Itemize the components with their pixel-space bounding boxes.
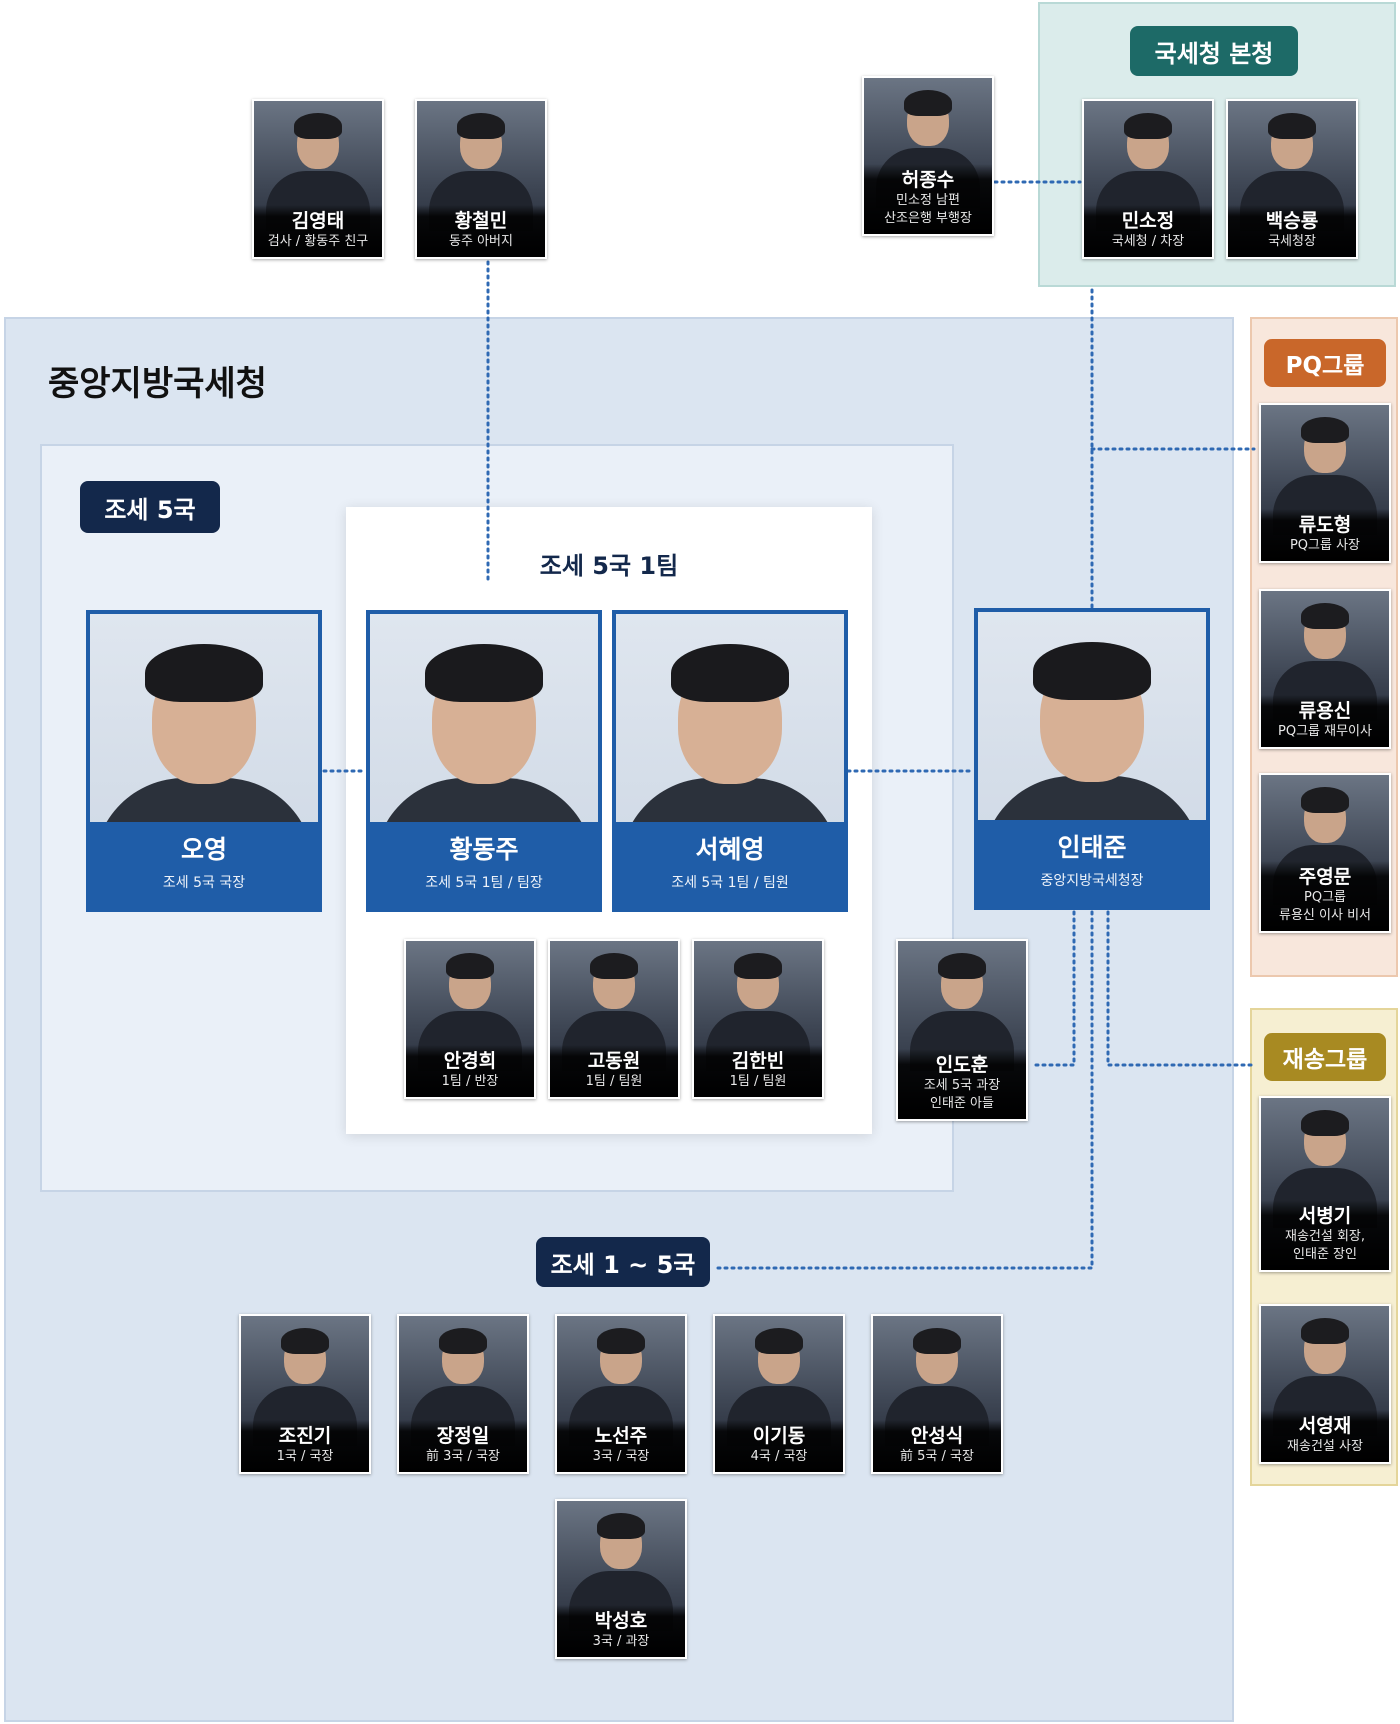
- person-role: 1팀 / 팀원: [729, 1074, 787, 1089]
- person-name: 이기동: [752, 1425, 806, 1447]
- person-name: 황철민: [454, 210, 508, 232]
- person-card-ryudohyung[interactable]: 류도형 PQ그룹 사장: [1259, 403, 1391, 563]
- person-name: 인도훈: [935, 1054, 989, 1076]
- person-name: 김영태: [291, 210, 345, 232]
- person-card-jojingi[interactable]: 조진기 1국 / 국장: [239, 1314, 371, 1474]
- pq-group-label: PQ그룹: [1264, 339, 1386, 387]
- person-name: 서영재: [1298, 1415, 1352, 1437]
- person-card-godongwon[interactable]: 고동원 1팀 / 팀원: [548, 939, 680, 1099]
- person-role: PQ그룹 사장: [1289, 538, 1361, 553]
- person-role: 1국 / 국장: [276, 1449, 334, 1464]
- person-card-parkseongho[interactable]: 박성호 3국 / 과장: [555, 1499, 687, 1659]
- person-name: 민소정: [1121, 210, 1175, 232]
- person-role: 민소정 남편: [896, 193, 960, 208]
- person-role: 검사 / 황동주 친구: [267, 234, 369, 249]
- person-name: 허종수: [901, 169, 955, 191]
- line-intaejun-directors: [714, 910, 1094, 1270]
- person-role: 국세청장: [1268, 234, 1316, 249]
- person-name: 서혜영: [695, 835, 765, 864]
- person-role: 4국 / 국장: [750, 1449, 808, 1464]
- person-role: 3국 / 과장: [592, 1634, 650, 1649]
- person-name: 주영문: [1298, 866, 1352, 888]
- person-name: 류도형: [1298, 514, 1352, 536]
- investigation1to5-label: 조세 1 ~ 5국: [536, 1237, 710, 1287]
- line-intaejun-jaesong: [1106, 910, 1256, 1067]
- person-name: 인태준: [1057, 833, 1127, 862]
- person-name: 김한빈: [731, 1050, 785, 1072]
- person-role: 3국 / 국장: [592, 1449, 650, 1464]
- person-name: 조진기: [278, 1425, 332, 1447]
- person-role: 재송건설 회장,: [1284, 1229, 1366, 1244]
- person-name: 안성식: [910, 1425, 964, 1447]
- person-role: 前 3국 / 국장: [426, 1449, 500, 1464]
- line-intaejun-indohun: [1030, 910, 1076, 1067]
- person-name: 안경희: [443, 1050, 497, 1072]
- person-role: 인태준 아들: [930, 1096, 994, 1111]
- person-role: 조세 5국 1팀 / 팀원: [671, 875, 789, 891]
- nts-hq-label: 국세청 본청: [1130, 26, 1298, 76]
- person-name: 백승룡: [1265, 210, 1319, 232]
- team1-title: 조세 5국 1팀: [539, 552, 679, 580]
- person-role: 1팀 / 팀원: [585, 1074, 643, 1089]
- person-card-leegidong[interactable]: 이기동 4국 / 국장: [713, 1314, 845, 1474]
- person-role: 국세청 / 차장: [1111, 234, 1185, 249]
- person-name: 장정일: [436, 1425, 490, 1447]
- person-name: 노선주: [594, 1425, 648, 1447]
- person-role: PQ그룹 재무이사: [1278, 724, 1372, 739]
- central-office-title: 중앙지방국세청: [48, 364, 267, 404]
- person-role: 동주 아버지: [449, 234, 513, 249]
- person-role: 류용신 이사 비서: [1279, 908, 1371, 923]
- person-card-ankyunghee[interactable]: 안경희 1팀 / 반장: [404, 939, 536, 1099]
- person-card-ryuyongsin[interactable]: 류용신 PQ그룹 재무이사: [1259, 589, 1391, 749]
- person-role: 중앙지방국세청장: [1040, 873, 1144, 889]
- person-name: 서병기: [1298, 1205, 1352, 1227]
- person-name: 황동주: [449, 835, 519, 864]
- person-role: 산조은행 부행장: [884, 211, 972, 226]
- person-card-noseonju[interactable]: 노선주 3국 / 국장: [555, 1314, 687, 1474]
- person-role: 재송건설 사장: [1287, 1439, 1363, 1454]
- person-role: 조세 5국 국장: [162, 875, 246, 891]
- person-role: 조세 5국 1팀 / 팀장: [425, 875, 543, 891]
- person-role: 前 5국 / 국장: [900, 1449, 974, 1464]
- person-card-anseongsik[interactable]: 안성식 前 5국 / 국장: [871, 1314, 1003, 1474]
- person-role: 1팀 / 반장: [441, 1074, 499, 1089]
- person-role: 조세 5국 과장: [923, 1078, 1001, 1093]
- person-role: 인태준 장인: [1293, 1247, 1357, 1262]
- person-name: 오영: [180, 835, 227, 864]
- person-name: 류용신: [1298, 700, 1352, 722]
- person-role: PQ그룹: [1304, 890, 1346, 905]
- jaesong-group-label: 재송그룹: [1264, 1033, 1386, 1081]
- person-name: 박성호: [594, 1610, 648, 1632]
- person-name: 고동원: [587, 1050, 641, 1072]
- investigation5-label: 조세 5국: [80, 481, 220, 533]
- person-card-jangjeongil[interactable]: 장정일 前 3국 / 국장: [397, 1314, 529, 1474]
- person-card-kimhanbin[interactable]: 김한빈 1팀 / 팀원: [692, 939, 824, 1099]
